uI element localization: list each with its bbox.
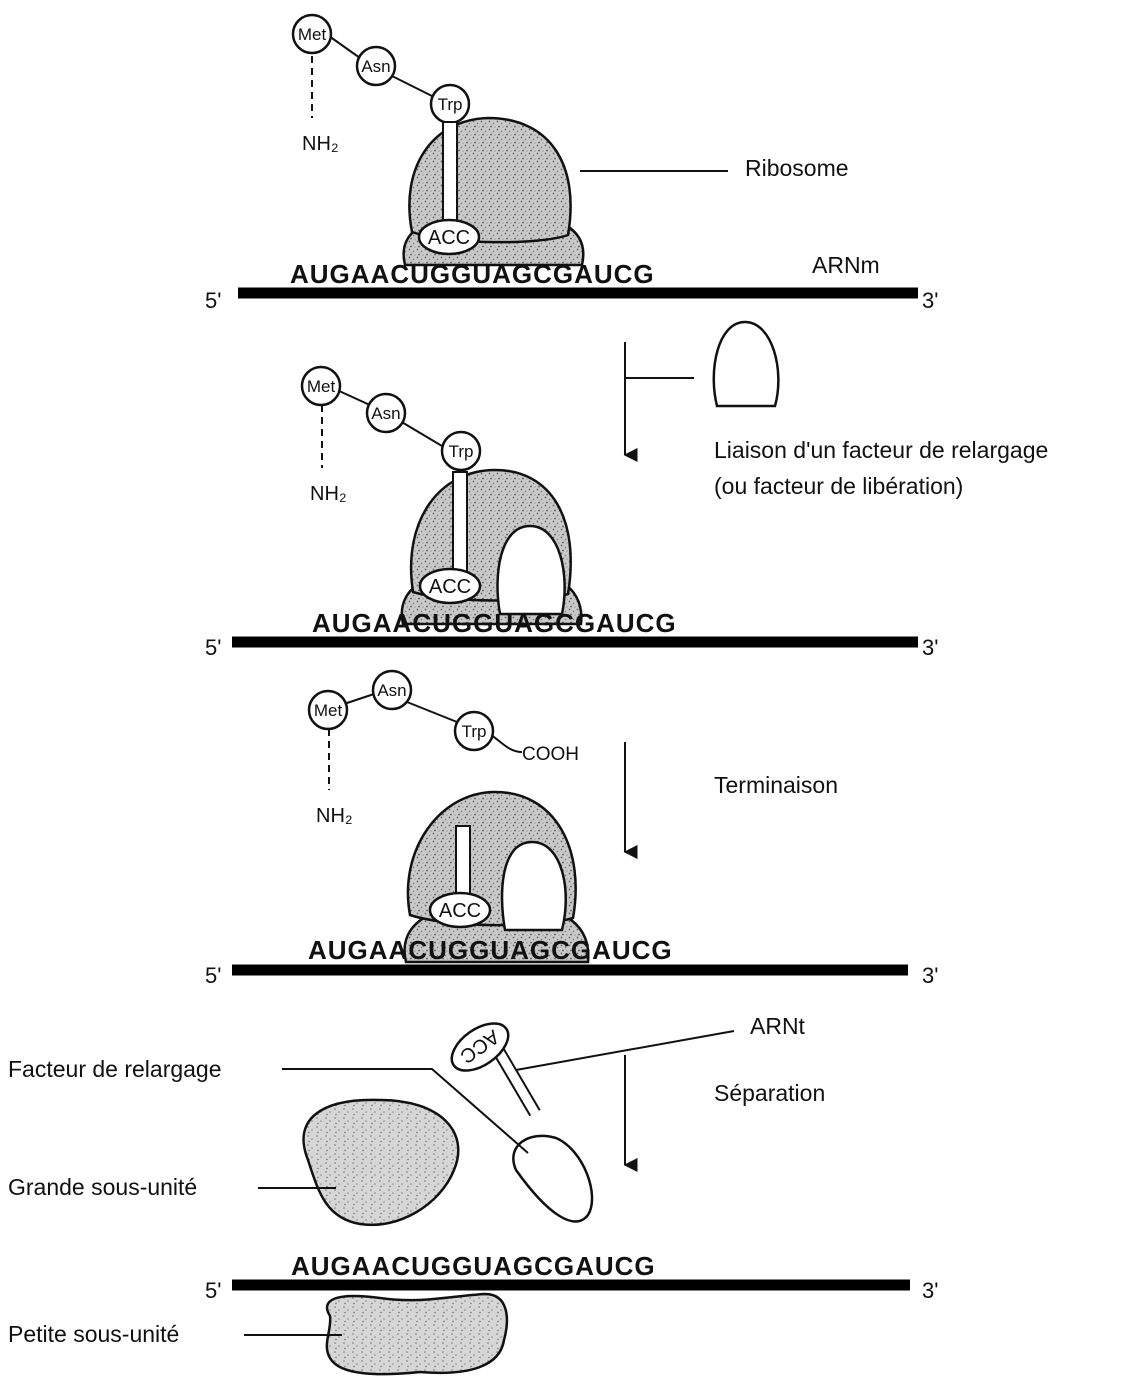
step-2-caption: Terminaison <box>714 772 838 798</box>
mrna-sequence: AUGAACUGGUAGCGAUCG <box>291 1251 656 1281</box>
release-factor-shape <box>714 322 779 406</box>
large-subunit-label: Grande sous-unité <box>8 1174 197 1200</box>
asn-label: Asn <box>377 681 406 700</box>
panel-2: Met Asn Trp NH₂ ACC AUGAACUGGUAGCGAUCG 5… <box>205 367 938 660</box>
step-3-caption: Séparation <box>714 1080 825 1106</box>
trp-label: Trp <box>462 722 487 741</box>
step-1: Liaison d'un facteur de relargage (ou fa… <box>625 322 1048 499</box>
three-prime-label: 3' <box>922 635 938 660</box>
release-factor-label: Facteur de relargage <box>8 1056 222 1082</box>
met-label: Met <box>298 25 327 44</box>
mrna-sequence: AUGAACUGGUAGCGAUCG <box>308 935 673 965</box>
panel-4: ACC ARNt Facteur de relargage Grande sou… <box>8 1013 938 1374</box>
anticodon-label: ACC <box>428 227 470 249</box>
cooh-label: COOH <box>522 744 579 765</box>
small-subunit-label: Petite sous-unité <box>8 1321 179 1347</box>
small-subunit-free <box>327 1294 507 1374</box>
peptide-bond <box>392 76 432 96</box>
step-3: Séparation <box>625 1055 825 1165</box>
anticodon-label: ACC <box>429 576 471 598</box>
panel-3: Met Asn Trp COOH NH₂ ACC AUGAACUGGUAGCGA… <box>205 671 938 988</box>
trna-label: ARNt <box>750 1013 806 1039</box>
trp-label: Trp <box>449 442 474 461</box>
met-label: Met <box>307 377 336 396</box>
anticodon-label: ACC <box>439 900 481 922</box>
three-prime-label: 3' <box>922 288 938 313</box>
mrna-label: ARNm <box>812 252 880 278</box>
trp-label: Trp <box>438 95 463 114</box>
three-prime-label: 3' <box>922 963 938 988</box>
release-factor-bound <box>502 842 566 930</box>
large-subunit-free <box>304 1100 459 1225</box>
peptide-bond <box>337 390 372 406</box>
mrna-sequence: AUGAACUGGUAGCGAUCG <box>312 608 677 638</box>
five-prime-label: 5' <box>205 1278 221 1303</box>
asn-label: Asn <box>371 404 400 423</box>
mrna-sequence: AUGAACUGGUAGCGAUCG <box>290 259 655 289</box>
five-prime-label: 5' <box>205 963 221 988</box>
ribosome-label: Ribosome <box>745 155 849 181</box>
three-prime-label: 3' <box>922 1278 938 1303</box>
nh2-label: NH₂ <box>316 805 353 827</box>
asn-label: Asn <box>361 57 390 76</box>
met-label: Met <box>314 701 343 720</box>
trna-stem <box>453 472 467 572</box>
trna-stem <box>443 122 457 222</box>
five-prime-label: 5' <box>205 635 221 660</box>
free-release-factor <box>513 1136 592 1222</box>
peptide-bond <box>400 421 442 446</box>
step-2: Terminaison <box>625 742 838 852</box>
trna-stem <box>498 1050 535 1113</box>
step-1-caption-line1: Liaison d'un facteur de relargage <box>714 437 1048 463</box>
peptide-bond <box>344 694 374 704</box>
nh2-label: NH₂ <box>310 483 347 505</box>
peptide-bond <box>402 700 462 724</box>
five-prime-label: 5' <box>205 288 221 313</box>
nh2-label: NH₂ <box>302 133 339 155</box>
step-1-caption-line2: (ou facteur de libération) <box>714 473 963 499</box>
peptide-bond <box>329 36 360 58</box>
panel-1: Met Asn Trp NH₂ ACC AUGAACUGGUAGCGAUCG 5… <box>205 15 938 313</box>
